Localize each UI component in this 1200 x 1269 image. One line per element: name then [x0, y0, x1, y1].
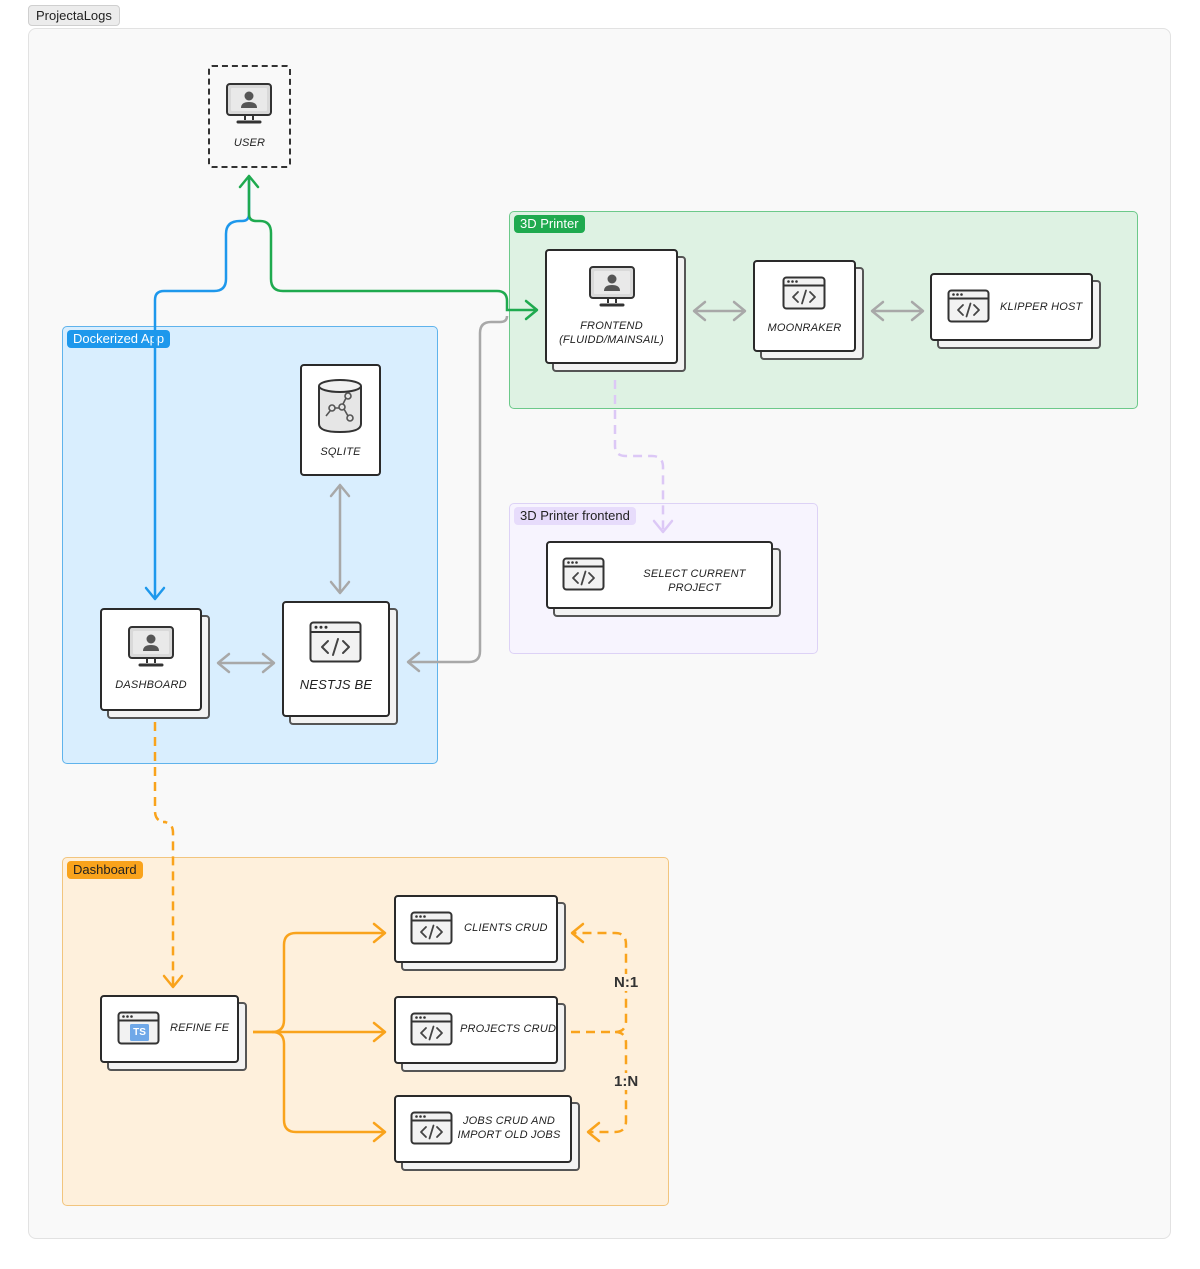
- node-sqlite-label: SQLITE: [320, 446, 361, 458]
- node-moonraker-label: MOONRAKER: [767, 322, 842, 334]
- node-projects-crud-label: PROJECTS CRUD: [460, 1023, 557, 1035]
- node-sqlite[interactable]: SQLITE: [300, 364, 381, 476]
- node-clients-crud-label: CLIENTS CRUD: [464, 922, 548, 934]
- node-nestjs-be-label: NESTJS BE: [299, 677, 373, 692]
- ts-badge: TS: [133, 1027, 146, 1038]
- code-window-icon: [309, 621, 362, 663]
- edge-user-frontend: [247, 178, 536, 312]
- group-label-dashboard: Dashboard: [67, 861, 143, 879]
- code-window-icon: [782, 276, 826, 310]
- node-frontend-label-line2: (FLUIDD/MAINSAIL): [559, 334, 664, 346]
- node-frontend[interactable]: FRONTEND (FLUIDD/MAINSAIL): [545, 249, 686, 372]
- code-window-icon: [410, 1111, 453, 1145]
- node-klipper-host-label: KLIPPER HOST: [1000, 301, 1083, 313]
- monitor-user-icon: [589, 266, 635, 307]
- code-window-icon: [562, 557, 605, 591]
- node-dashboard[interactable]: DASHBOARD: [100, 608, 210, 719]
- node-select-current-project-label: SELECT CURRENT PROJECT: [643, 568, 746, 594]
- relation-label-n1: N:1: [612, 974, 641, 991]
- edge-dashboard-refine: [153, 722, 175, 985]
- database-icon: [318, 379, 362, 434]
- node-refine-fe-label: REFINE FE: [170, 1022, 230, 1034]
- node-dashboard-label: DASHBOARD: [115, 679, 187, 691]
- group-label-dockerized-app: Dockerized App: [67, 330, 171, 348]
- edge-refine-clients: [253, 931, 384, 1034]
- code-window-icon: [410, 1012, 453, 1046]
- relation-label-1n: 1:N: [612, 1073, 641, 1090]
- edge-user-dashboard: [153, 178, 251, 598]
- app-title[interactable]: ProjectaLogs: [28, 5, 120, 26]
- node-nestjs-be[interactable]: NESTJS BE: [282, 601, 398, 725]
- node-refine-fe[interactable]: TS REFINE FE: [100, 995, 247, 1071]
- node-jobs-crud-label-line1: JOBS CRUD AND: [462, 1115, 556, 1127]
- node-select-current-project[interactable]: SELECT CURRENT PROJECT: [546, 541, 781, 617]
- edge-refine-jobs: [271, 1030, 384, 1134]
- group-label-3d-printer: 3D Printer: [514, 215, 585, 233]
- monitor-user-icon: [128, 626, 174, 667]
- edge-projects-jobs: [590, 1030, 628, 1134]
- node-projects-crud[interactable]: PROJECTS CRUD: [394, 996, 566, 1072]
- edge-frontend-select-project: [613, 380, 665, 530]
- node-user[interactable]: USER: [208, 65, 291, 168]
- monitor-user-icon: [226, 83, 272, 124]
- node-jobs-crud-label-line2: IMPORT OLD JOBS: [457, 1129, 561, 1141]
- code-window-icon: [947, 289, 990, 323]
- node-klipper-host[interactable]: KLIPPER HOST: [930, 273, 1101, 349]
- typescript-window-icon: [117, 1011, 160, 1045]
- node-user-label: USER: [233, 137, 266, 149]
- edge-nestjs-frontend: [410, 315, 509, 664]
- node-jobs-crud[interactable]: JOBS CRUD AND IMPORT OLD JOBS: [394, 1095, 580, 1171]
- node-moonraker[interactable]: MOONRAKER: [753, 260, 864, 360]
- code-window-icon: [410, 911, 453, 945]
- group-label-3d-printer-frontend: 3D Printer frontend: [514, 507, 636, 525]
- node-frontend-label-line1: FRONTEND: [580, 320, 643, 332]
- node-clients-crud[interactable]: CLIENTS CRUD: [394, 895, 566, 971]
